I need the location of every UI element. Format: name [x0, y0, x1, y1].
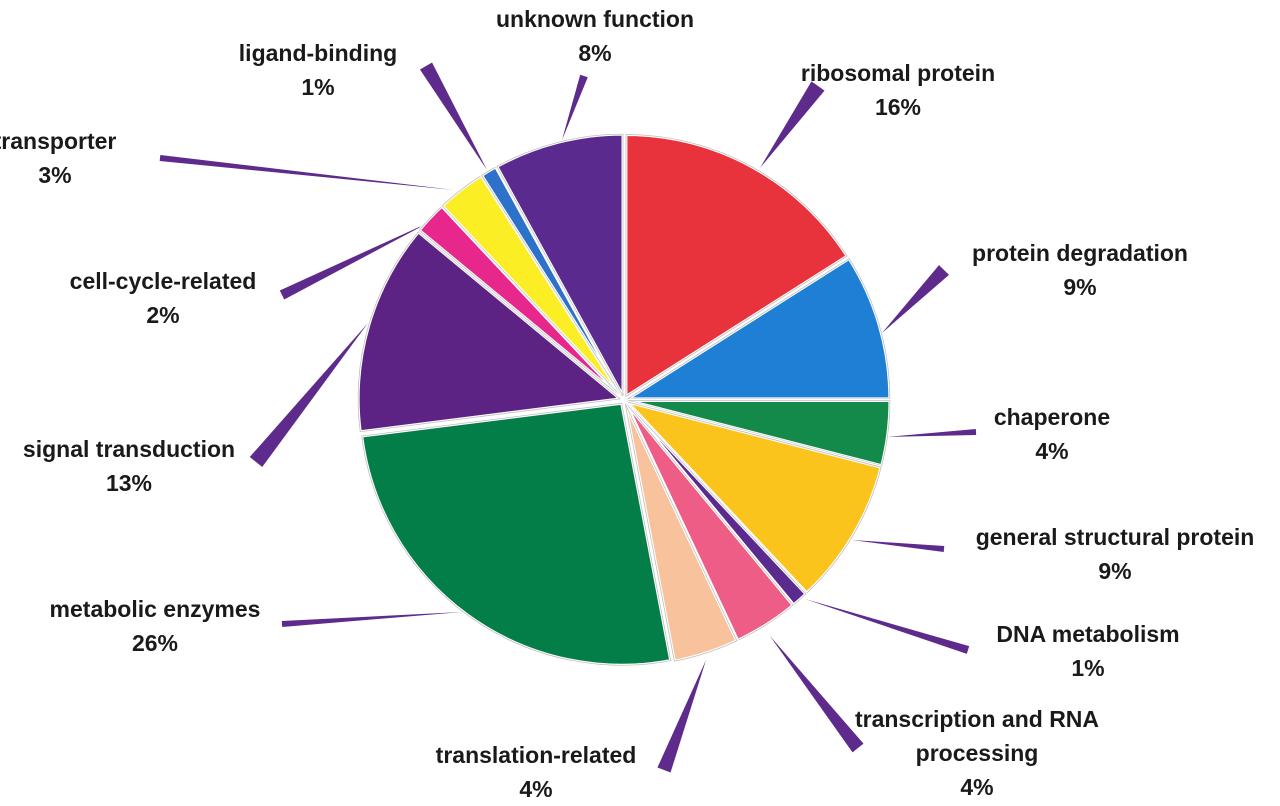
slice-label-name: chaperone [993, 404, 1111, 430]
slice-label-name: transcription and RNA processing [854, 706, 1100, 766]
pie-slice-signal-transduction [356, 229, 624, 434]
pie-slice-translation-related [623, 403, 739, 663]
slice-label-percent: 9% [1098, 558, 1132, 584]
pie-slice-outline [357, 231, 622, 433]
slice-label: general structural protein 9% [976, 520, 1255, 588]
leader-line [657, 660, 706, 773]
pie-slice-outline [627, 400, 891, 467]
pie-slices [356, 132, 892, 667]
pie-slice-outline [361, 402, 672, 666]
leader-line [419, 62, 487, 170]
leader-line [279, 222, 430, 300]
slice-label-name: cell-cycle-related [69, 268, 257, 294]
leader-line [159, 155, 454, 190]
slice-label: ligand-binding 1% [239, 36, 397, 104]
slice-label-name: general structural protein [975, 524, 1255, 550]
slice-label: cell-cycle-related 2% [70, 264, 257, 332]
slice-label: translation-related 4% [436, 738, 637, 806]
slice-label-percent: 26% [131, 630, 179, 656]
slice-label: transporter 3% [0, 124, 116, 192]
pie-slice-unknown-function [494, 132, 625, 397]
leader-lines [159, 62, 977, 773]
slice-label: transcription and RNA processing 4% [842, 702, 1112, 804]
leader-line [281, 612, 462, 627]
leader-line [805, 599, 970, 654]
pie-slice-outline [625, 134, 848, 398]
slice-label-percent: 2% [146, 302, 180, 328]
slice-label-percent: 4% [519, 776, 553, 802]
leader-line [249, 323, 368, 468]
slice-label-name: ligand-binding [238, 40, 398, 66]
slice-label-percent: 4% [960, 774, 994, 800]
slice-label-percent: 4% [1035, 438, 1069, 464]
pie-slice-metabolic-enzymes [360, 401, 673, 667]
slice-label-name: translation-related [435, 742, 637, 768]
slice-label: protein degradation 9% [972, 236, 1188, 304]
slice-label-percent: 3% [38, 162, 72, 188]
leader-line [852, 540, 945, 552]
leader-line [886, 429, 977, 437]
slice-label: ribosomal protein 16% [801, 56, 995, 124]
pie-slice-outline [624, 403, 738, 662]
slice-label-name: DNA metabolism [996, 621, 1180, 647]
slice-label-name: transporter [0, 128, 117, 154]
slice-label-name: ribosomal protein [800, 60, 996, 86]
slice-label-name: metabolic enzymes [49, 596, 261, 622]
pie-slice-protein-degradation [622, 256, 892, 401]
pie-slice-outline [626, 257, 891, 400]
slice-label-percent: 16% [874, 94, 922, 120]
slice-label-percent: 1% [1071, 655, 1105, 681]
slice-label-name: signal transduction [22, 436, 236, 462]
slice-label: unknown function 8% [496, 2, 694, 70]
slice-label: signal transduction 13% [23, 432, 235, 500]
leader-line [770, 636, 864, 753]
slice-label: metabolic enzymes 26% [50, 592, 261, 660]
slice-label: DNA metabolism 1% [996, 617, 1179, 685]
pie-slice-chaperone [627, 399, 892, 468]
slice-label-name: unknown function [495, 6, 695, 32]
slice-label-percent: 1% [301, 74, 335, 100]
slice-label-percent: 8% [578, 40, 612, 66]
pie-slice-outline [496, 133, 624, 397]
slice-label: chaperone 4% [994, 400, 1110, 468]
leader-line [562, 74, 588, 140]
slice-label-percent: 13% [105, 470, 153, 496]
pie-slice-general-structural-protein [622, 399, 884, 596]
slice-label-percent: 9% [1063, 274, 1097, 300]
pie-slice-outline [626, 401, 882, 594]
slice-label-name: protein degradation [972, 240, 1188, 266]
leader-line [882, 265, 949, 333]
leader-line [760, 81, 825, 168]
pie-slice-ribosomal-protein [624, 132, 850, 400]
